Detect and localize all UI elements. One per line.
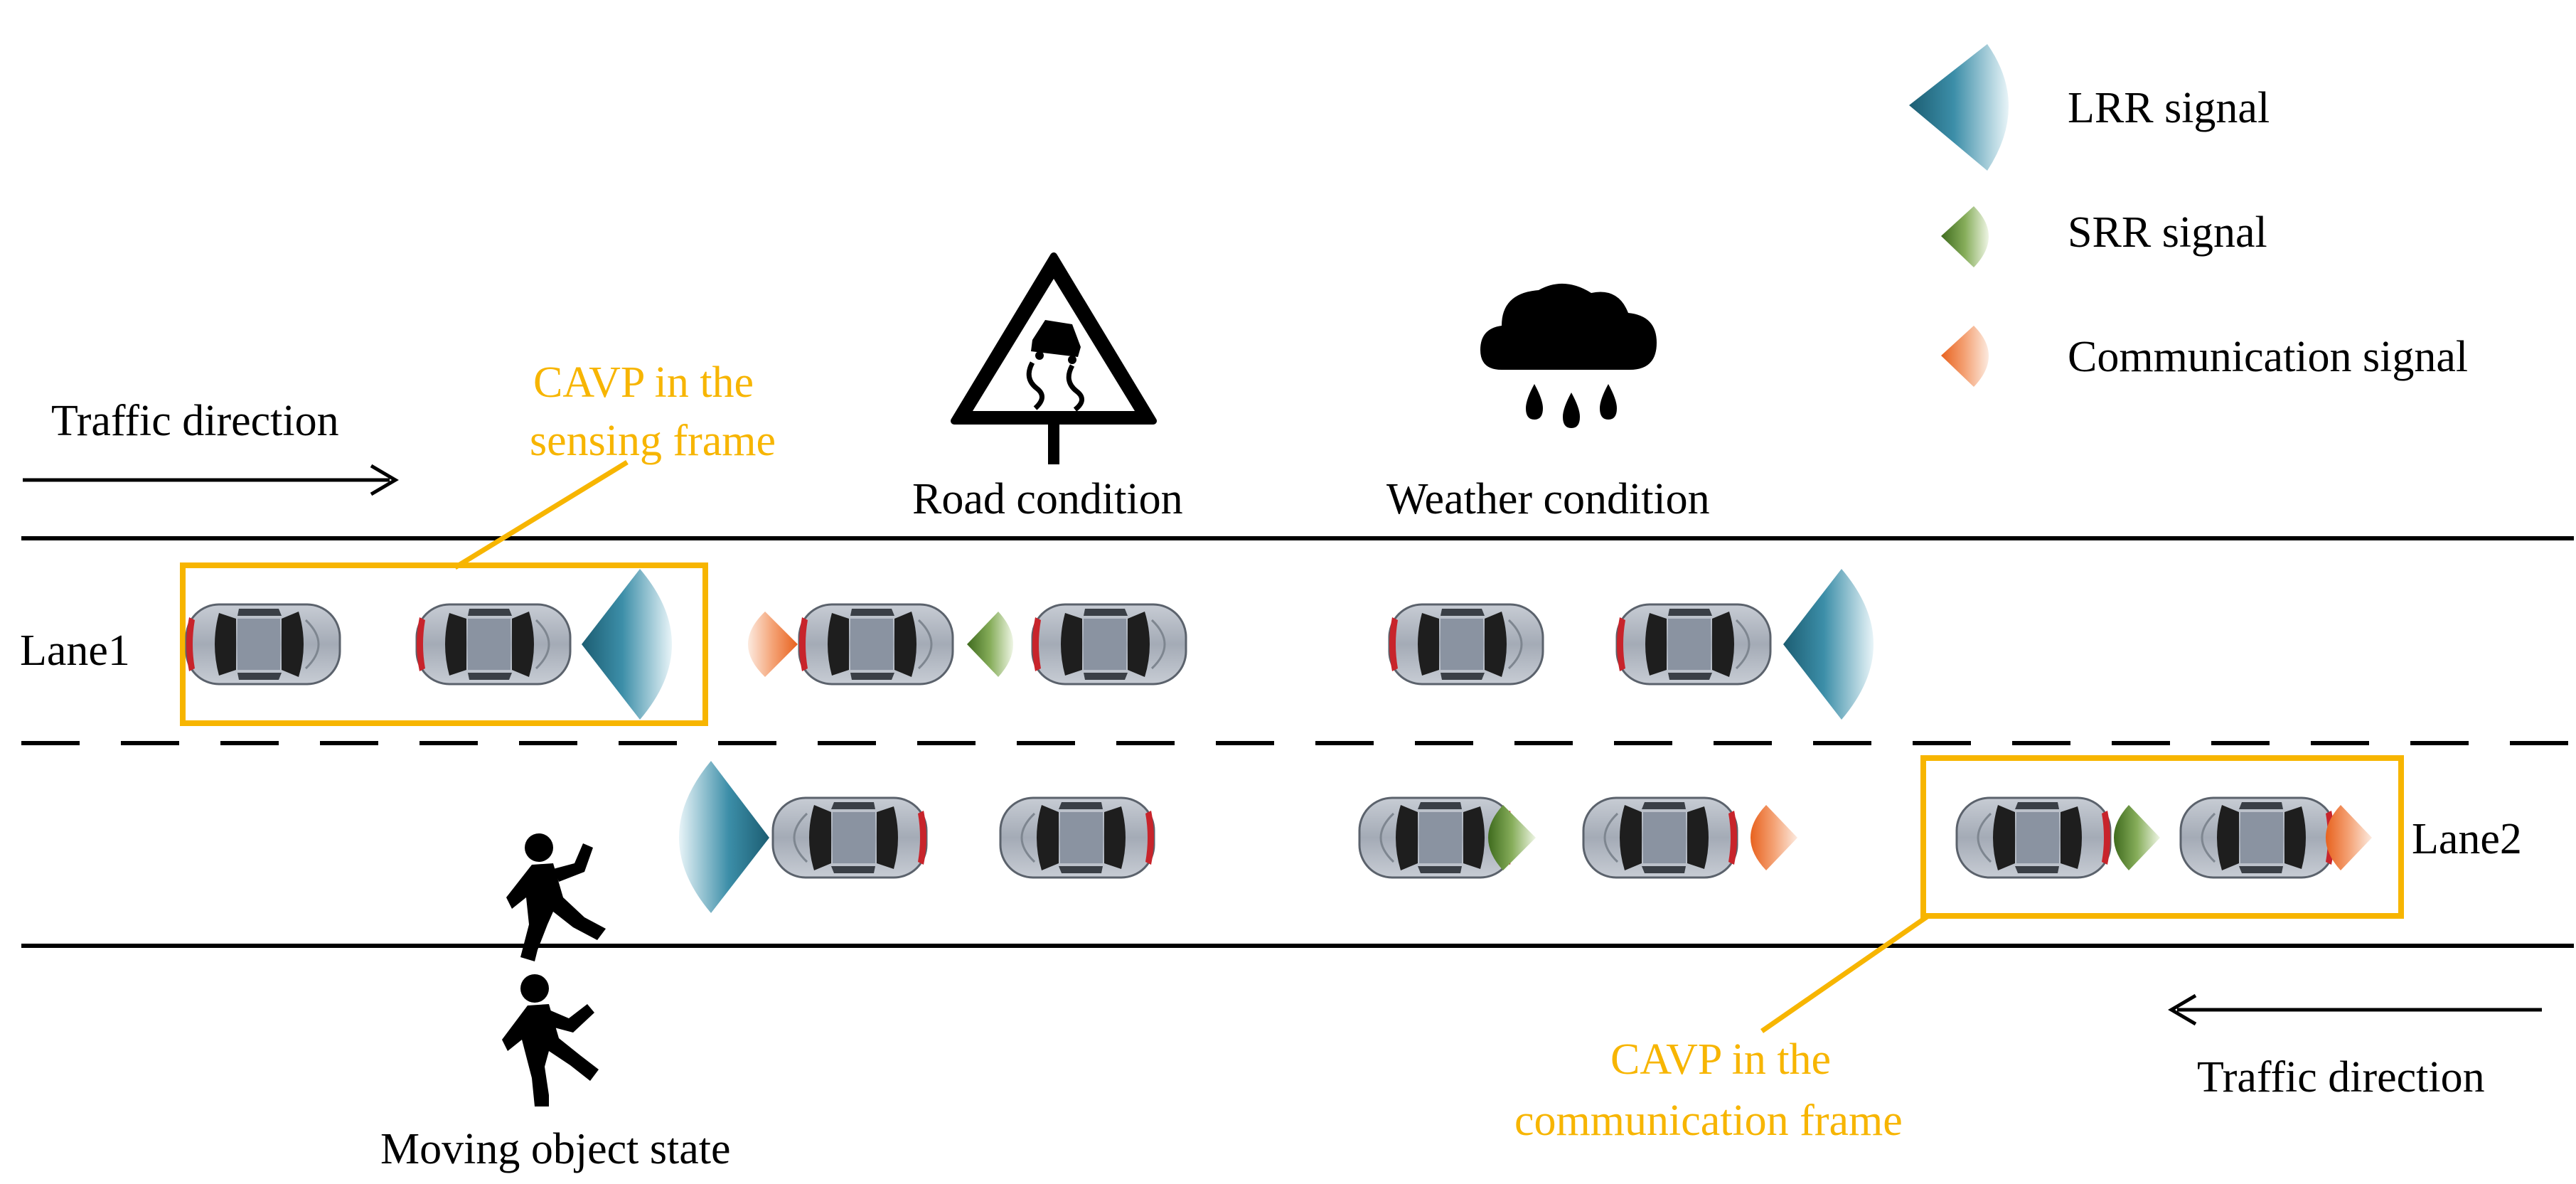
vehicle-lane1-1 [185, 603, 341, 686]
legend-srr-icon [1941, 206, 1989, 267]
arrow-right-icon [23, 464, 399, 496]
vehicle-lane2-5 [1957, 798, 2110, 878]
communication-frame-label-line2: communication frame [1514, 1097, 1903, 1145]
lrr-signal-lane1-1 [582, 569, 672, 720]
comm-signal-lane1-1 [748, 612, 798, 677]
sensing-frame-label-line1: CAVP in the [533, 358, 754, 407]
traffic-direction-bottom-label: Traffic direction [2197, 1053, 2485, 1102]
vehicle-lane1-5 [1388, 603, 1544, 686]
communication-frame-label-line1: CAVP in the [1610, 1035, 1831, 1084]
sensing-frame [180, 562, 708, 726]
vehicle-lane1-6 [1615, 603, 1772, 686]
vehicle-lane2-1 [773, 798, 926, 878]
road-condition-label: Road condition [912, 475, 1183, 523]
vehicle-lane1-2 [415, 603, 572, 686]
srr-signal-lane2-1 [1488, 805, 1536, 870]
communication-frame-callout [1760, 914, 1930, 1033]
lane1-label: Lane1 [20, 626, 130, 675]
srr-signal-lane1-1 [967, 612, 1013, 677]
legend-comm-label: Communication signal [2068, 333, 2468, 381]
comm-signal-lane2-1 [1751, 805, 1797, 870]
legend: LRR signal SRR signal Communication sign… [1909, 44, 2468, 387]
comm-signal-lane2-2 [2326, 805, 2372, 870]
legend-lrr-label: LRR signal [2068, 84, 2270, 132]
lrr-signal-lane2-1 [679, 761, 769, 913]
rain-cloud-icon [1480, 283, 1657, 428]
pedestrian-icon [506, 833, 606, 961]
legend-srr-label: SRR signal [2068, 208, 2267, 257]
traffic-direction-top-label: Traffic direction [51, 397, 339, 445]
srr-signal-lane2-2 [2114, 805, 2160, 870]
arrow-left-icon [2168, 993, 2542, 1026]
sensing-frame-label-line2: sensing frame [530, 417, 776, 465]
moving-object-state-label: Moving object state [380, 1125, 730, 1173]
lrr-signal-lane1-2 [1783, 569, 1874, 720]
vehicle-lane2-4 [1583, 798, 1737, 878]
vehicle-lane2-6 [2181, 798, 2334, 878]
vehicle-lane1-3 [798, 603, 954, 686]
sensing-frame-callout [454, 460, 629, 570]
lane2-label: Lane2 [2412, 815, 2522, 863]
legend-lrr-icon [1909, 44, 2009, 171]
communication-frame [1920, 755, 2404, 919]
pedestrian-icon [502, 974, 599, 1106]
weather-condition-label: Weather condition [1386, 475, 1710, 523]
legend-comm-icon [1941, 326, 1989, 387]
vehicle-lane2-2 [1000, 798, 1154, 878]
slippery-road-sign-icon [951, 252, 1157, 464]
vehicle-lane1-4 [1031, 603, 1187, 686]
